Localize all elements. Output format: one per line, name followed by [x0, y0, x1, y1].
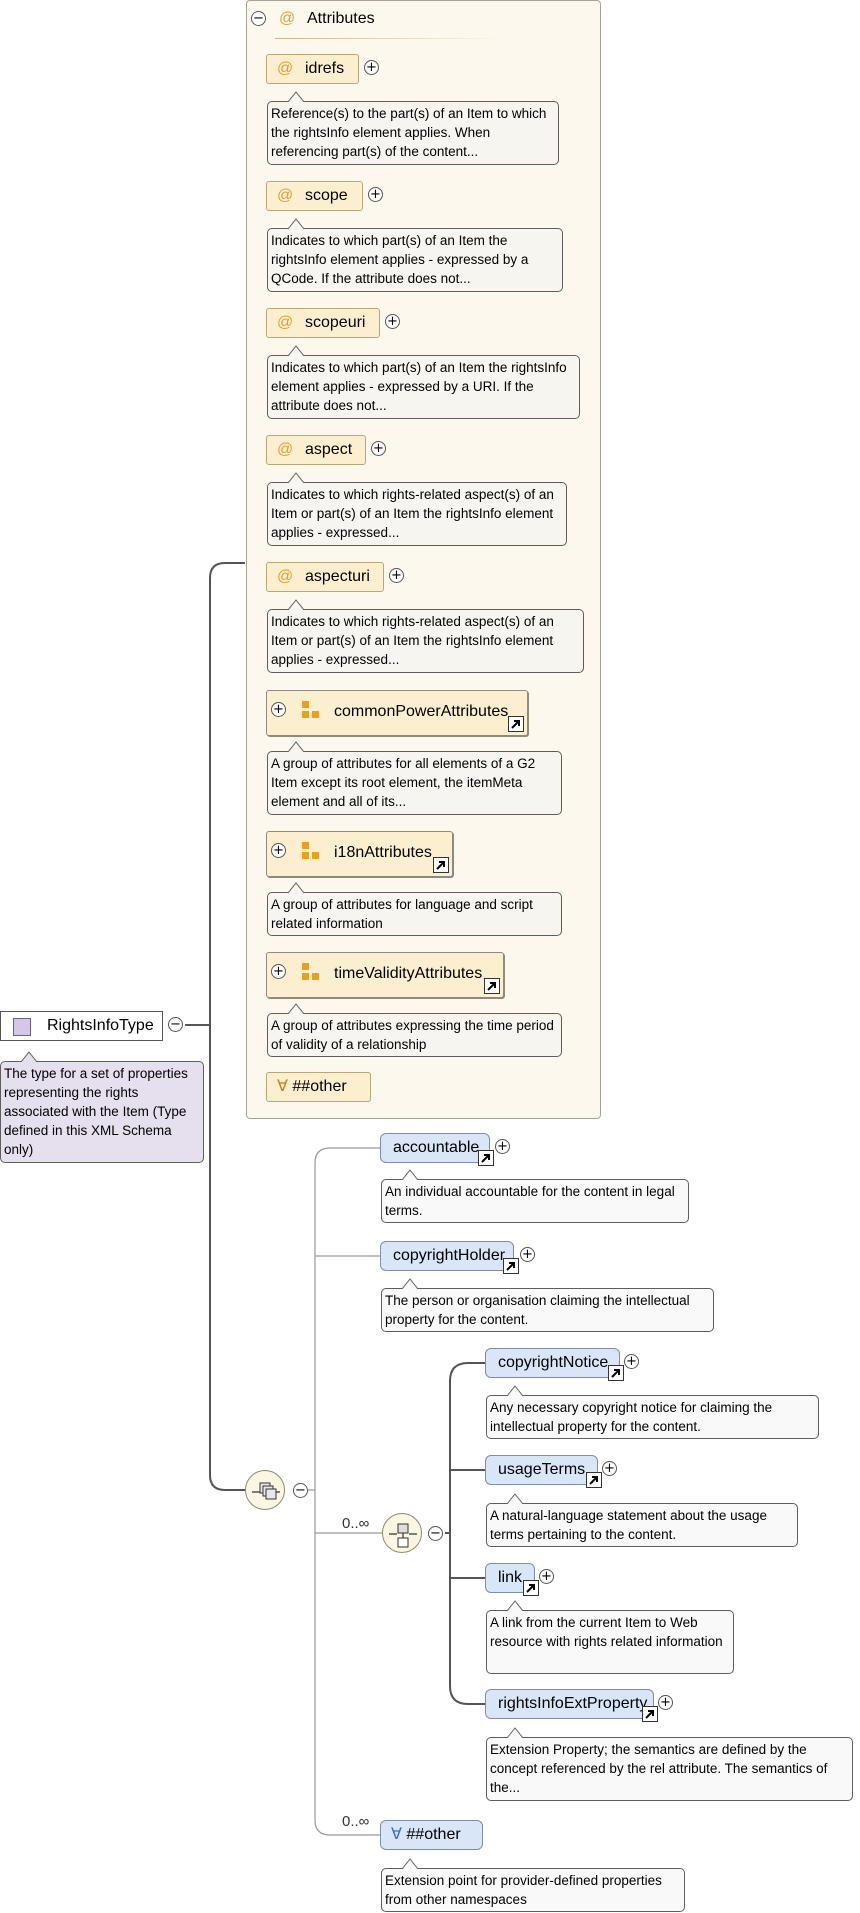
note-pointer — [288, 741, 304, 752]
any-element-other[interactable]: ∀ ##other — [380, 1820, 483, 1850]
expand-icon[interactable]: + — [368, 187, 383, 202]
group-note: A group of attributes expressing the tim… — [267, 1003, 562, 1057]
link-arrow-icon[interactable] — [586, 1472, 602, 1488]
link-arrow-icon[interactable] — [642, 1706, 658, 1722]
element-rightsInfoExtProperty[interactable]: rightsInfoExtProperty — [485, 1689, 654, 1719]
occurrence-label: 0..∞ — [342, 1515, 370, 1532]
note-pointer — [402, 1169, 418, 1180]
expand-icon[interactable]: + — [602, 1461, 617, 1476]
attribute-aspect[interactable]: @ aspect — [266, 435, 366, 465]
title-divider — [275, 38, 505, 39]
for-all-icon: ∀ — [277, 1078, 288, 1095]
attribute-note: Indicates to which part(s) of an Item th… — [267, 218, 563, 292]
expand-icon[interactable]: + — [539, 1569, 554, 1584]
collapse-icon[interactable]: − — [251, 11, 266, 26]
attribute-group-icon — [302, 963, 320, 981]
link-arrow-icon[interactable] — [508, 716, 524, 732]
element-note: Extension Property; the semantics are de… — [486, 1727, 853, 1801]
element-copyrightHolder[interactable]: copyrightHolder — [380, 1241, 514, 1271]
link-arrow-icon[interactable] — [484, 978, 500, 994]
any-attribute-other[interactable]: ∀ ##other — [266, 1072, 371, 1102]
note-pointer — [288, 1003, 304, 1014]
attribute-icon: @ — [277, 60, 294, 77]
group-note: A group of attributes for all elements o… — [267, 741, 562, 815]
element-note: A natural-language statement about the u… — [486, 1493, 798, 1547]
link-arrow-icon[interactable] — [503, 1258, 519, 1274]
group-note: A group of attributes for language and s… — [267, 882, 562, 936]
note-pointer — [507, 1493, 523, 1504]
link-arrow-icon[interactable] — [478, 1150, 494, 1166]
link-arrow-icon[interactable] — [523, 1580, 539, 1596]
collapse-icon[interactable]: − — [428, 1526, 443, 1541]
attribute-group-i18nAttributes[interactable]: + i18nAttributes — [266, 831, 453, 877]
note-pointer — [288, 599, 304, 610]
note-pointer — [507, 1600, 523, 1611]
expand-icon[interactable]: + — [271, 702, 286, 717]
for-all-icon: ∀ — [391, 1826, 402, 1843]
expand-icon[interactable]: + — [364, 60, 379, 75]
link-arrow-icon[interactable] — [608, 1365, 624, 1381]
expand-icon[interactable]: + — [371, 441, 386, 456]
attribute-group-icon — [302, 842, 320, 860]
element-usageTerms[interactable]: usageTerms — [485, 1455, 598, 1485]
attribute-scope[interactable]: @ scope — [266, 181, 363, 211]
note-pointer — [402, 1858, 418, 1869]
attribute-icon: @ — [277, 187, 294, 204]
attribute-icon: @ — [277, 441, 294, 458]
expand-icon[interactable]: + — [624, 1354, 639, 1369]
expand-icon[interactable]: + — [495, 1139, 510, 1154]
attribute-note: Indicates to which rights-related aspect… — [267, 599, 584, 673]
attribute-note: Reference(s) to the part(s) of an Item t… — [267, 91, 559, 165]
element-note: Extension point for provider-defined pro… — [381, 1858, 685, 1912]
expand-icon[interactable]: + — [520, 1247, 535, 1262]
note-pointer — [288, 472, 304, 483]
note-pointer — [507, 1727, 523, 1738]
root-type-name: RightsInfoType — [47, 1017, 154, 1034]
collapse-icon[interactable]: − — [168, 1017, 183, 1032]
expand-icon[interactable]: + — [271, 843, 286, 858]
attribute-idrefs[interactable]: @ idrefs — [266, 54, 359, 84]
occurrence-label: 0..∞ — [342, 1813, 370, 1830]
expand-icon[interactable]: + — [385, 314, 400, 329]
attribute-note: Indicates to which rights-related aspect… — [267, 472, 567, 546]
element-note: The person or organisation claiming the … — [381, 1278, 714, 1332]
expand-icon[interactable]: + — [389, 568, 404, 583]
expand-icon[interactable]: + — [658, 1695, 673, 1710]
attribute-group-icon — [302, 701, 320, 719]
sequence-compositor-icon[interactable] — [245, 1470, 285, 1510]
collapse-icon[interactable]: − — [293, 1483, 308, 1498]
expand-icon[interactable]: + — [271, 964, 286, 979]
attribute-aspecturi[interactable]: @ aspecturi — [266, 562, 384, 592]
attributes-panel-title: Attributes — [307, 10, 375, 27]
note-pointer — [288, 345, 304, 356]
element-note: An individual accountable for the conten… — [381, 1169, 689, 1223]
note-pointer — [402, 1278, 418, 1289]
note-pointer — [288, 882, 304, 893]
attribute-scopeuri[interactable]: @ scopeuri — [266, 308, 380, 338]
attribute-icon: @ — [277, 568, 294, 585]
element-copyrightNotice[interactable]: copyrightNotice — [485, 1348, 620, 1378]
attribute-icon: @ — [279, 10, 296, 27]
link-arrow-icon[interactable] — [433, 857, 449, 873]
attribute-icon: @ — [277, 314, 294, 331]
root-type-box[interactable]: RightsInfoType — [0, 1011, 163, 1041]
note-pointer — [288, 91, 304, 102]
attribute-group-commonPowerAttributes[interactable]: + commonPowerAttributes — [266, 690, 528, 736]
choice-compositor-icon[interactable] — [382, 1513, 422, 1553]
attribute-note: Indicates to which part(s) of an Item th… — [267, 345, 580, 419]
element-accountable[interactable]: accountable — [380, 1133, 490, 1163]
note-pointer — [21, 1051, 37, 1062]
attribute-group-timeValidityAttributes[interactable]: + timeValidityAttributes — [266, 952, 504, 998]
element-note: A link from the current Item to Web reso… — [486, 1600, 734, 1674]
root-type-note: The type for a set of properties represe… — [0, 1051, 204, 1163]
note-pointer — [288, 218, 304, 229]
note-pointer — [507, 1385, 523, 1396]
complex-type-icon — [13, 1018, 31, 1036]
element-note: Any necessary copyright notice for claim… — [486, 1385, 819, 1439]
